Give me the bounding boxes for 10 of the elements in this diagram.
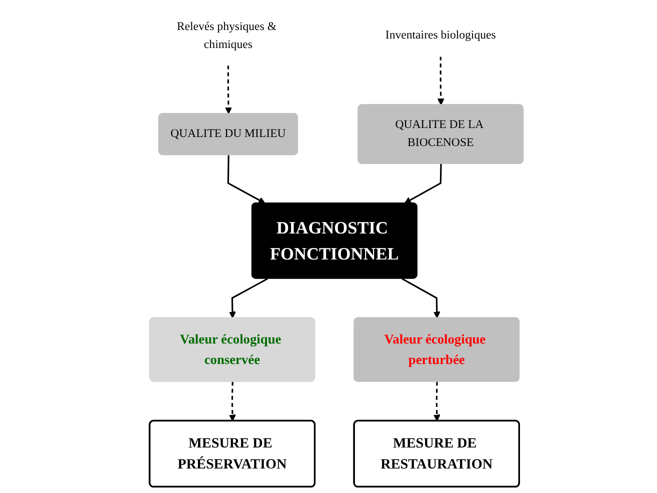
- arrow: [229, 278, 268, 318]
- arrow: [229, 382, 236, 422]
- arrow: [437, 56, 444, 106]
- node-text: Relevés physiques & chimiques: [176, 20, 276, 51]
- arrow: [433, 382, 440, 422]
- arrow: [225, 65, 232, 114]
- arrow: [227, 155, 266, 204]
- arrow: [402, 278, 440, 318]
- node-text: Inventaires biologiques: [385, 29, 496, 42]
- arrow: [404, 164, 442, 204]
